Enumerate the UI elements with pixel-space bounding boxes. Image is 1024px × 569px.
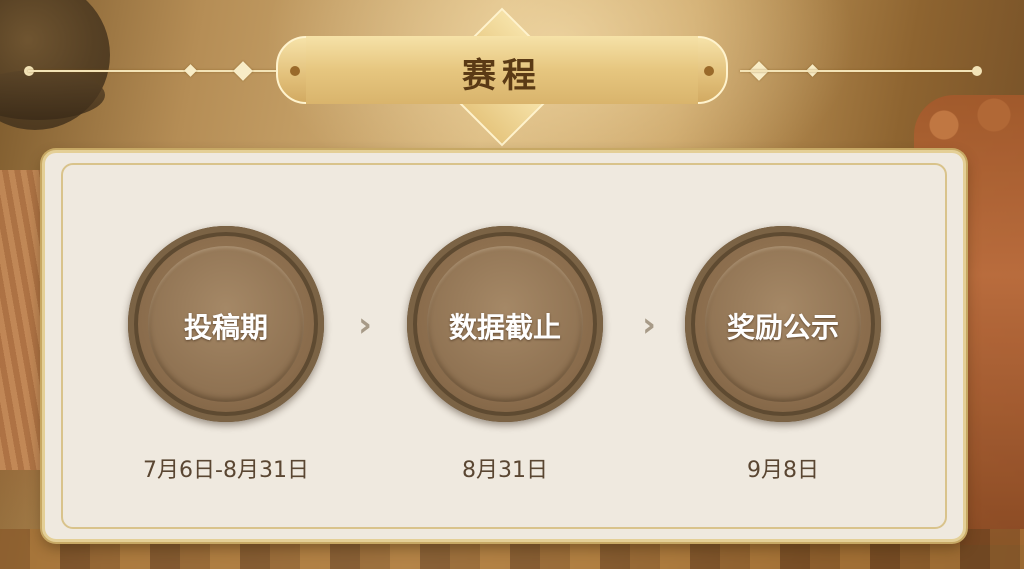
page-title: 赛程 bbox=[462, 56, 542, 96]
stage-data-cutoff: 数据截止 8月31日 bbox=[405, 226, 605, 484]
stage-date: 7月6日-8月31日 bbox=[143, 458, 309, 483]
stage-name: 数据截止 bbox=[448, 311, 561, 344]
stage-name: 奖励公示 bbox=[726, 311, 839, 344]
header-line-right bbox=[740, 70, 980, 72]
header-line-left bbox=[28, 70, 278, 72]
schedule-card-inner-border bbox=[61, 163, 947, 529]
stage-medallion: 数据截止 bbox=[407, 226, 603, 422]
header-diamond-icon bbox=[233, 61, 253, 81]
stage-submission: 投稿期 7月6日-8月31日 bbox=[126, 226, 326, 484]
stage-medallion: 投稿期 bbox=[128, 226, 324, 422]
stage-date: 9月8日 bbox=[747, 458, 819, 483]
banner-dot-icon bbox=[704, 66, 714, 76]
stage-reward-announcement: 奖励公示 9月8日 bbox=[683, 226, 883, 484]
stage-name: 投稿期 bbox=[183, 311, 268, 344]
banner-dot-icon bbox=[290, 66, 300, 76]
header-diamond-icon bbox=[184, 64, 197, 77]
title-banner: 赛程 bbox=[276, 7, 728, 147]
background-hat-brim-decoration bbox=[0, 70, 105, 120]
header-line-end-dot bbox=[972, 66, 982, 76]
banner-body bbox=[306, 36, 698, 104]
chevron-right-icon: › bbox=[357, 305, 372, 345]
stage-medallion: 奖励公示 bbox=[685, 226, 881, 422]
background-fabric-decoration bbox=[0, 170, 40, 470]
stage-date: 8月31日 bbox=[462, 458, 548, 483]
chevron-right-icon: › bbox=[641, 305, 656, 345]
